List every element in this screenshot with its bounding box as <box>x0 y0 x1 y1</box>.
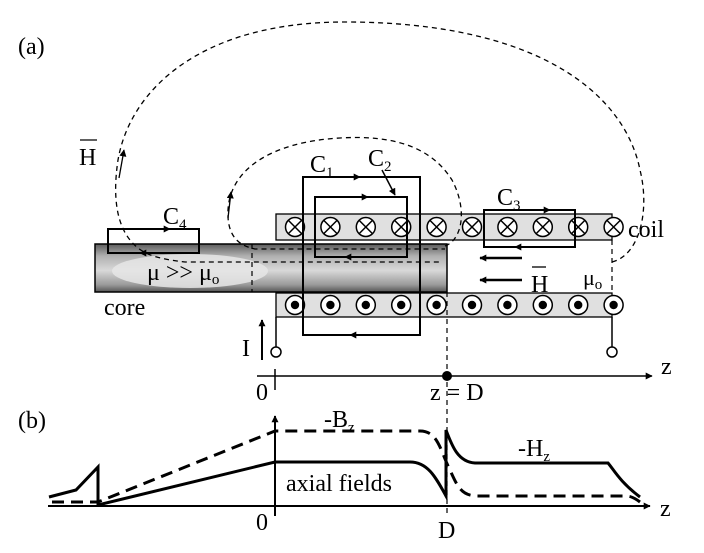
coil-turn-into-page-icon <box>532 216 554 238</box>
coil-turn-out-of-page-icon <box>497 294 518 316</box>
outside-permeability-label: μo <box>583 265 602 293</box>
z-equals-d-point <box>442 371 452 381</box>
coil-turn-out-of-page-icon <box>567 294 589 316</box>
inner-h-label: H <box>531 272 548 298</box>
coil-turn-out-of-page-icon <box>461 294 483 316</box>
coil-turn-out-of-page-icon <box>532 294 554 316</box>
inner-h-arrow-icon <box>226 191 234 219</box>
c2-pointer-icon <box>381 169 396 196</box>
z-equals-d-label: z = D <box>430 380 484 406</box>
core-label: core <box>104 295 145 321</box>
coil-label: coil <box>628 217 664 243</box>
coil-bottom-turns <box>284 294 624 316</box>
coil-turn-into-page-icon <box>284 216 306 238</box>
hz-label: -Hz <box>518 436 550 465</box>
z-axis-a-label: z <box>661 354 672 380</box>
current-label: I <box>242 336 250 362</box>
coil-turn-into-page-icon <box>603 216 624 238</box>
coil-turn-out-of-page-icon <box>355 294 377 316</box>
terminal-right <box>606 346 618 358</box>
core-permeability-label: μ>>μo <box>147 260 219 288</box>
z-axis-b-label: z <box>660 496 671 522</box>
coil-turn-out-of-page-icon <box>426 294 447 316</box>
coil-turn-out-of-page-icon <box>320 294 341 316</box>
panel-b-label: (b) <box>18 408 46 434</box>
contour-c2-label: C2 <box>368 146 392 175</box>
coil-turn-into-page-icon <box>497 216 518 238</box>
z-origin-label: 0 <box>256 380 268 406</box>
coil-turn-into-page-icon <box>567 216 589 238</box>
coil-turn-into-page-icon <box>320 216 341 238</box>
outer-h-arrow-icon <box>118 149 127 179</box>
coil-top-turns <box>284 216 624 238</box>
coil-turn-into-page-icon <box>355 216 377 238</box>
h-field-label: H <box>79 145 96 171</box>
coil-turn-out-of-page-icon <box>390 294 412 316</box>
d-label-b: D <box>438 518 455 544</box>
inner-h-field-line <box>227 136 462 250</box>
contour-c1-label: C1 <box>310 152 334 181</box>
coil-turn-into-page-icon <box>426 216 447 238</box>
axial-fields-caption: axial fields <box>286 471 392 497</box>
coil-turn-out-of-page-icon <box>603 294 624 316</box>
coil-turn-out-of-page-icon <box>284 294 306 316</box>
panel-a-label: (a) <box>18 34 45 60</box>
coil-turn-into-page-icon <box>390 216 412 238</box>
contour-c4-label: C4 <box>163 204 187 233</box>
terminal-left <box>270 346 282 358</box>
contour-c3-label: C3 <box>497 185 521 214</box>
origin-label-b: 0 <box>256 510 268 536</box>
bz-curve <box>52 429 641 504</box>
bz-label: -Bz <box>324 407 355 436</box>
hz-curve <box>48 429 641 507</box>
coil-turn-into-page-icon <box>461 216 483 238</box>
